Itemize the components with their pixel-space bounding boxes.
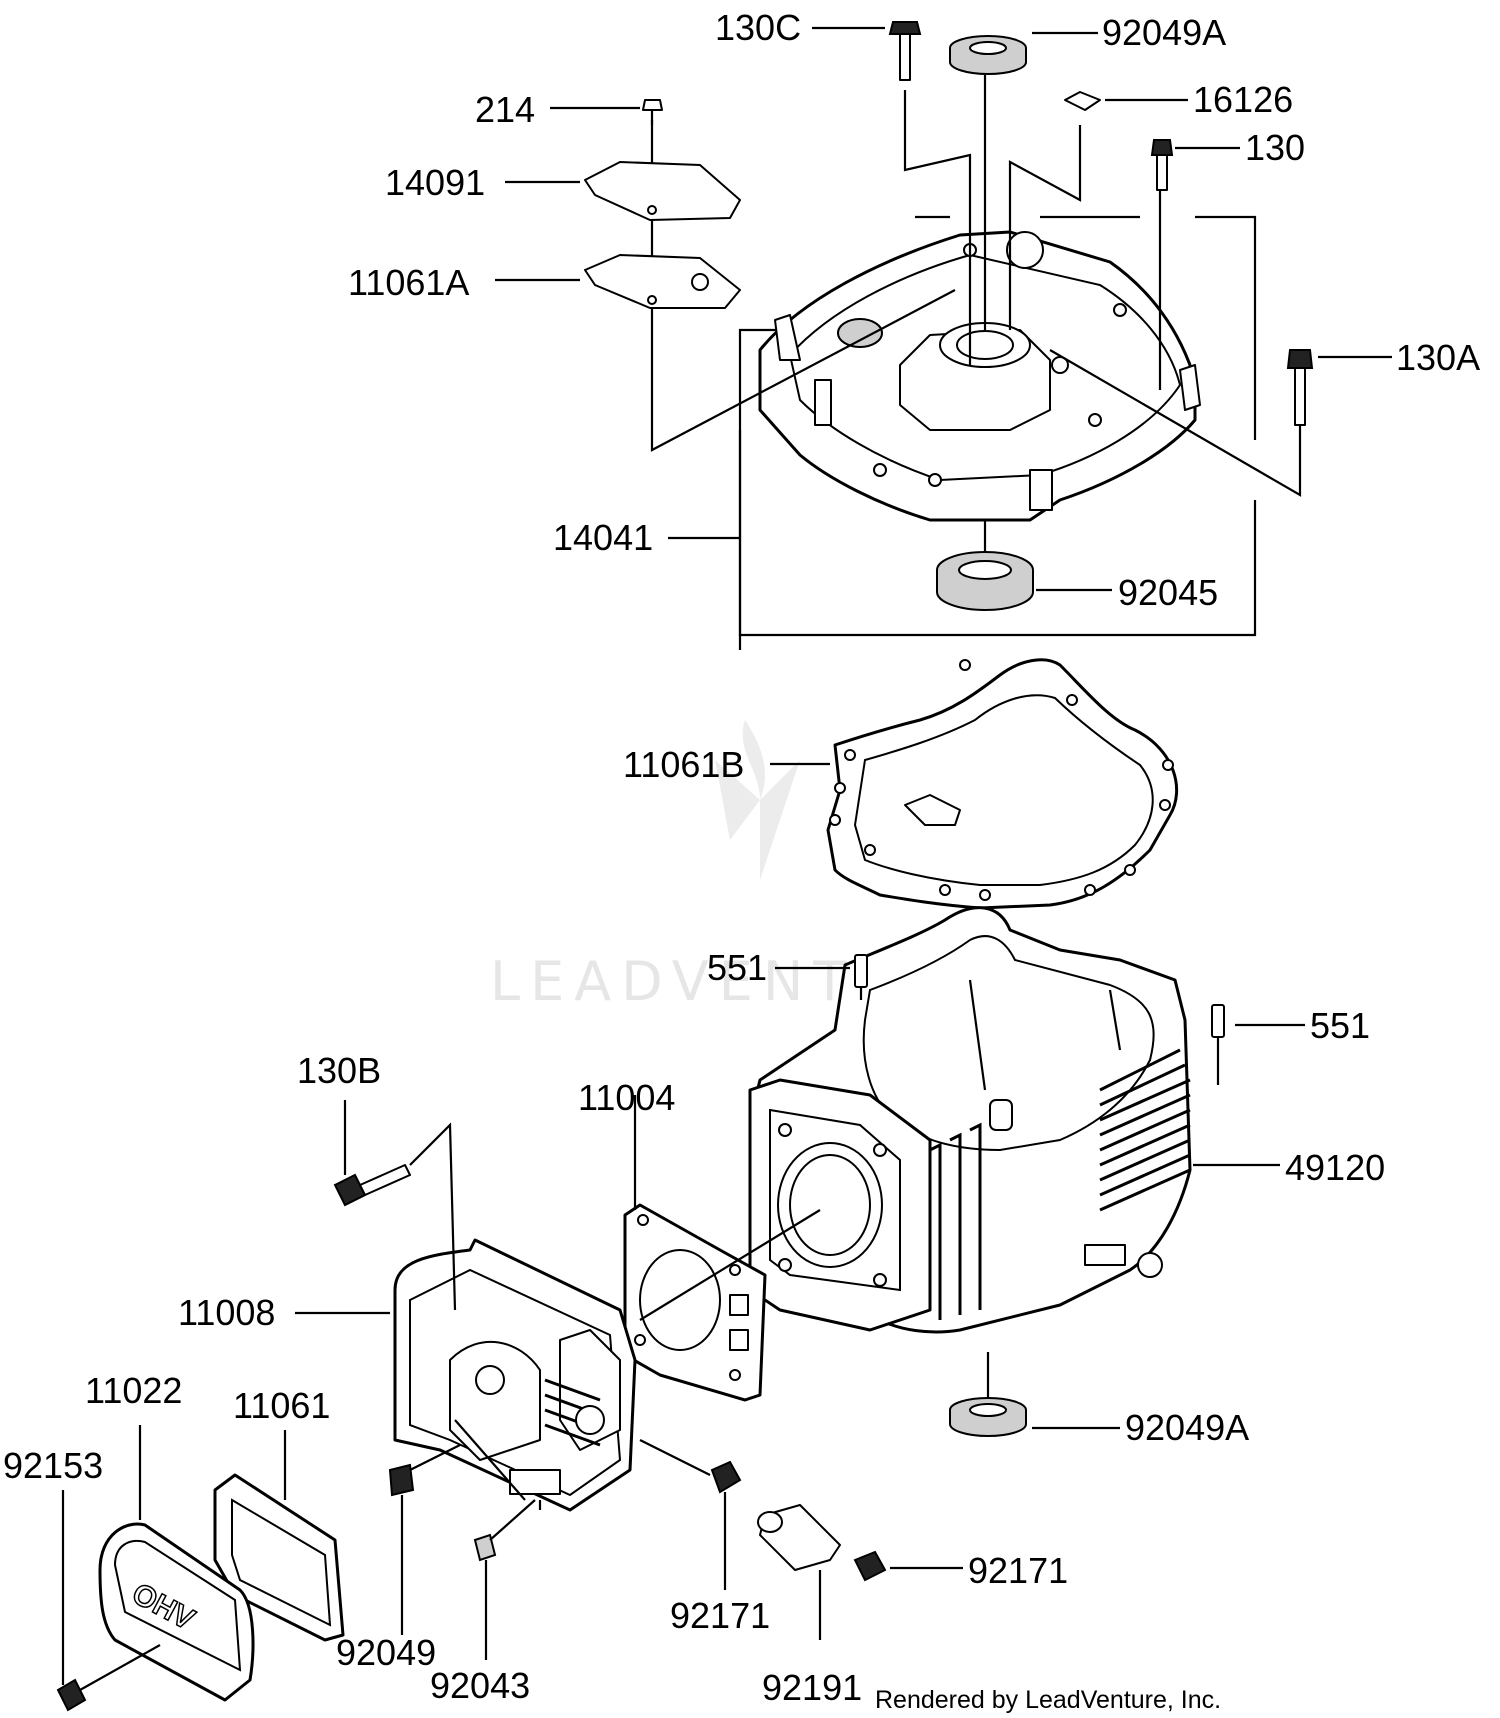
label-130: 130 (1245, 127, 1305, 168)
bolt-130B: 130B (297, 1050, 542, 1510)
plug-92043: 92043 (430, 1499, 536, 1706)
label-14041: 14041 (553, 517, 653, 558)
label-551-right: 551 (1310, 1005, 1370, 1046)
label-11061A: 11061A (348, 262, 469, 303)
hose-assembly: 92171 92191 92171 (639, 1439, 1068, 1708)
label-49120-group: 49120 (1193, 1147, 1385, 1188)
screw-214 (642, 99, 663, 125)
head-gasket-11004: 11004 (578, 1077, 821, 1402)
label-92171-right: 92171 (968, 1550, 1068, 1591)
label-11008: 11008 (178, 1292, 275, 1333)
rocker-cover-11022: OHV 11022 (85, 1370, 255, 1702)
plug-16126 (1064, 91, 1101, 111)
label-11022: 11022 (85, 1370, 182, 1411)
render-credit: Rendered by LeadVenture, Inc. (875, 1686, 1221, 1714)
label-92043: 92043 (430, 1665, 530, 1706)
label-11061: 11061 (233, 1385, 330, 1426)
dowel-pin-551-right: 551 (1211, 1004, 1370, 1085)
top-callouts: 130C 92049A 214 16126 130 14091 11061A 1… (348, 7, 1480, 613)
bearing-92045 (936, 551, 1034, 611)
seal-92049: 92049 (336, 1444, 461, 1673)
label-49120: 49120 (1285, 1147, 1385, 1188)
bolt-130 (1150, 139, 1174, 191)
gasket-11061B: 11061B (623, 658, 1179, 910)
label-92049: 92049 (336, 1632, 436, 1673)
label-130A: 130A (1396, 337, 1480, 378)
dowel-pin-551-left: 551 (707, 947, 868, 1000)
label-551-left: 551 (707, 947, 767, 988)
oil-seal-92049A-bottom: 92049A (949, 1352, 1249, 1448)
oil-seal-92049A-top (949, 35, 1027, 75)
label-92049A-top: 92049A (1102, 12, 1226, 53)
bolt-92153: 92153 (3, 1445, 161, 1712)
label-92049A-bottom: 92049A (1125, 1407, 1249, 1448)
gasket-14091 (584, 161, 741, 221)
label-16126: 16126 (1193, 79, 1293, 120)
label-92171-left: 92171 (670, 1595, 770, 1636)
label-92153: 92153 (3, 1445, 103, 1486)
gasket-11061A (584, 254, 741, 309)
bolt-130A (1286, 349, 1314, 426)
top-leader-lines (650, 75, 1302, 555)
label-214: 214 (475, 89, 535, 130)
label-11061B: 11061B (623, 744, 744, 785)
crankcase-cover-14041 (758, 230, 1201, 522)
bolt-130C (888, 21, 922, 81)
label-130C: 130C (715, 7, 801, 48)
label-130B: 130B (297, 1050, 381, 1091)
label-92045: 92045 (1118, 572, 1218, 613)
label-92191: 92191 (762, 1667, 862, 1708)
cylinder-block-49120 (748, 906, 1192, 1334)
label-11004: 11004 (578, 1077, 675, 1118)
label-14091: 14091 (385, 162, 485, 203)
